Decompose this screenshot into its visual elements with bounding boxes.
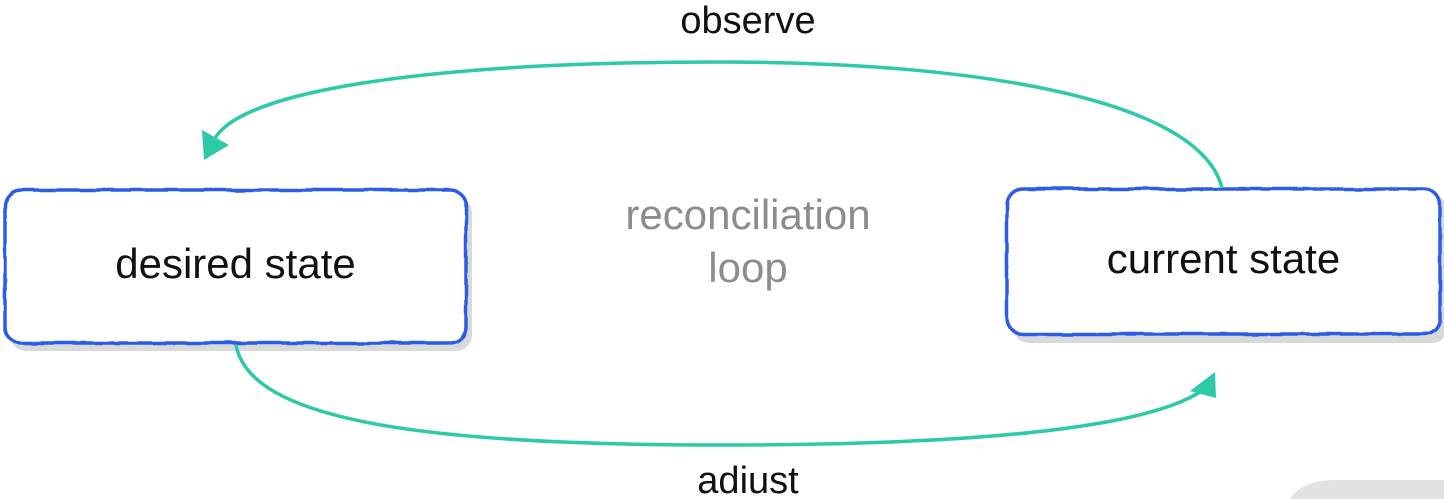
adjust-edge-label: adiust <box>697 460 799 499</box>
desired-state-label: desired state <box>115 240 356 287</box>
corner-shadow <box>1290 480 1444 499</box>
observe-edge-line <box>212 60 1224 189</box>
observe-arrowhead <box>202 130 229 160</box>
center-label-line-2: loop <box>708 244 788 291</box>
center-label-line-1: reconciliation <box>625 191 871 238</box>
center-label: reconciliation loop <box>548 188 948 294</box>
adjust-edge-line <box>234 344 1201 447</box>
current-state-label: current state <box>1106 235 1341 282</box>
current-state-box[interactable] <box>1005 187 1442 336</box>
desired-state-box[interactable] <box>3 188 468 345</box>
observe-edge-label: observe <box>680 0 816 42</box>
adjust-arrowhead <box>1190 372 1216 398</box>
